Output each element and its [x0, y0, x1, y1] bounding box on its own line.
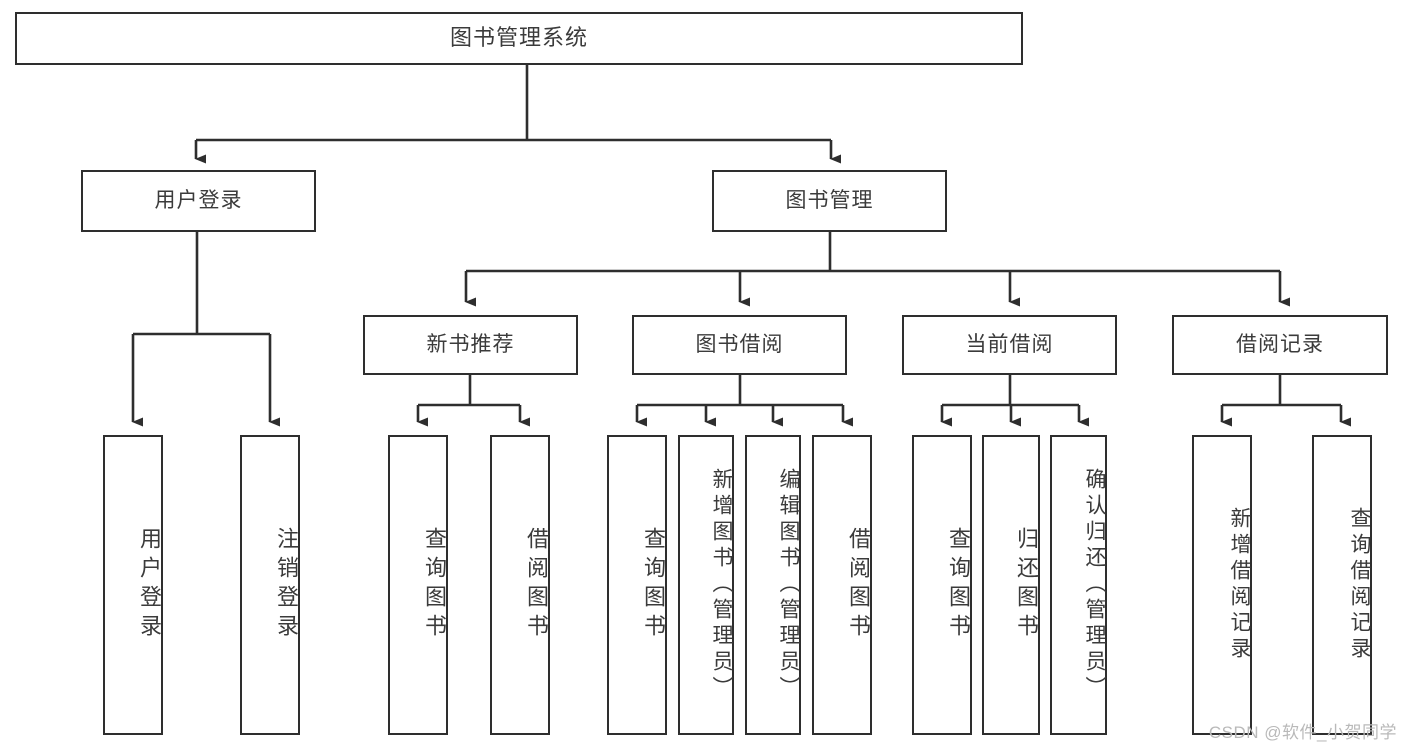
node-label: 图书管理系统: [449, 25, 588, 51]
node-label: 编辑图书（管理员）: [777, 468, 800, 702]
leaf-query-book-borrowing[interactable]: 查询图书: [607, 435, 667, 735]
node-label: 归还图书: [1014, 527, 1039, 643]
node-current-borrowing[interactable]: 当前借阅: [902, 315, 1117, 375]
node-label: 注销登录: [274, 527, 299, 643]
node-label: 图书借阅: [695, 333, 784, 357]
leaf-query-borrowing-record[interactable]: 查询借阅记录: [1312, 435, 1372, 735]
node-book-borrowing[interactable]: 图书借阅: [632, 315, 847, 375]
leaf-borrow-book-borrowing[interactable]: 借阅图书: [812, 435, 872, 735]
node-label: 新书推荐: [426, 333, 515, 357]
leaf-query-book-current[interactable]: 查询图书: [912, 435, 972, 735]
leaf-add-borrowing-record[interactable]: 新增借阅记录: [1192, 435, 1252, 735]
node-label: 确认归还（管理员）: [1083, 468, 1106, 702]
leaf-edit-book-admin[interactable]: 编辑图书（管理员）: [745, 435, 801, 735]
node-label: 查询借阅记录: [1348, 507, 1371, 663]
node-borrowing-record[interactable]: 借阅记录: [1172, 315, 1388, 375]
leaf-confirm-return-admin[interactable]: 确认归还（管理员）: [1050, 435, 1107, 735]
node-new-book-recommendation[interactable]: 新书推荐: [363, 315, 578, 375]
node-label: 借阅记录: [1236, 333, 1324, 357]
node-label: 当前借阅: [965, 333, 1054, 357]
node-label: 查询图书: [946, 527, 971, 643]
node-label: 图书管理: [785, 189, 874, 213]
leaf-borrow-book-recommend[interactable]: 借阅图书: [490, 435, 550, 735]
leaf-logout[interactable]: 注销登录: [240, 435, 300, 735]
node-label: 用户登录: [137, 527, 162, 643]
node-user-login[interactable]: 用户登录: [81, 170, 316, 232]
node-root-book-management-system[interactable]: 图书管理系统: [15, 12, 1023, 65]
leaf-user-login[interactable]: 用户登录: [103, 435, 163, 735]
leaf-return-book[interactable]: 归还图书: [982, 435, 1040, 735]
node-label: 用户登录: [154, 189, 243, 213]
node-label: 新增图书（管理员）: [710, 468, 733, 702]
node-label: 借阅图书: [524, 527, 549, 643]
node-label: 新增借阅记录: [1228, 507, 1251, 663]
node-label: 查询图书: [641, 527, 666, 643]
node-label: 借阅图书: [846, 527, 871, 643]
node-book-management[interactable]: 图书管理: [712, 170, 947, 232]
node-label: 查询图书: [422, 527, 447, 643]
csdn-watermark: CSDN @软件_小贺同学: [1208, 723, 1397, 742]
leaf-query-book-recommend[interactable]: 查询图书: [388, 435, 448, 735]
leaf-add-book-admin[interactable]: 新增图书（管理员）: [678, 435, 734, 735]
